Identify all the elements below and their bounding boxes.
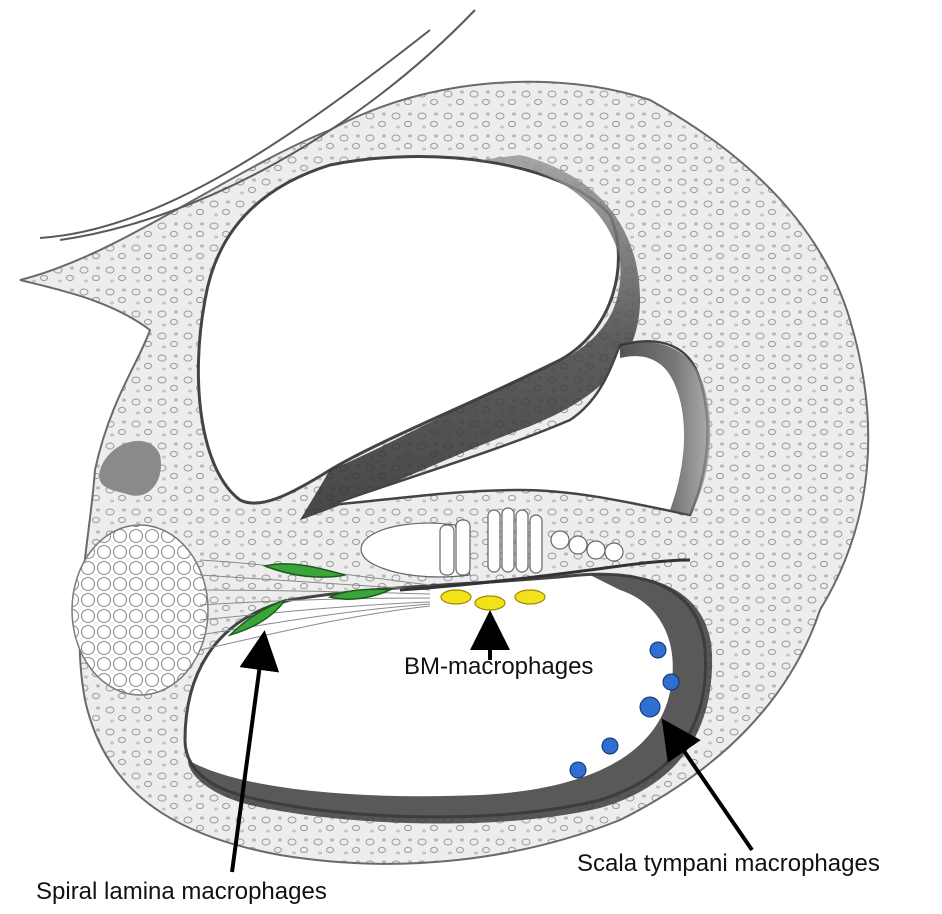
spiral-lamina-macrophages-label: Spiral lamina macrophages xyxy=(36,880,327,904)
scala-tympani-macrophages-label: Scala tympani macrophages xyxy=(577,852,880,876)
bm-macrophages-label: BM-macrophages xyxy=(404,655,593,679)
spiral-ganglion xyxy=(72,525,208,695)
